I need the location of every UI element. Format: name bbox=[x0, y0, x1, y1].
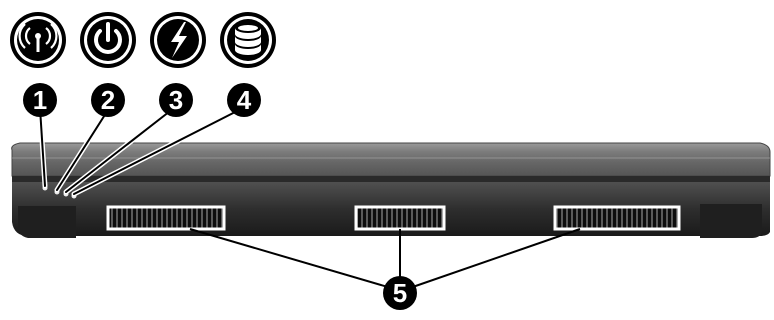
callout-badge-3: 3 bbox=[159, 83, 193, 117]
lightning-icon bbox=[150, 12, 206, 68]
callout-badge-5: 5 bbox=[383, 276, 417, 310]
callout-label-1: 1 bbox=[33, 85, 47, 115]
right-foot bbox=[700, 204, 762, 238]
callout-badge-1: 1 bbox=[23, 83, 57, 117]
callout-label-2: 2 bbox=[101, 85, 115, 115]
speaker-vents bbox=[106, 205, 681, 231]
left-foot bbox=[18, 206, 76, 238]
vent-center bbox=[354, 205, 446, 231]
callout-label-4: 4 bbox=[237, 85, 252, 115]
power-icon bbox=[80, 12, 136, 68]
wireless-icon bbox=[10, 12, 66, 68]
callout-badge-4: 4 bbox=[227, 83, 261, 117]
callout-label-3: 3 bbox=[169, 85, 183, 115]
callout-label-5: 5 bbox=[393, 278, 407, 308]
vent-right bbox=[553, 205, 681, 231]
vent-left bbox=[106, 205, 226, 231]
laptop-lid bbox=[11, 142, 771, 177]
callout-badge-2: 2 bbox=[91, 83, 125, 117]
leader-lines-top-inner bbox=[39, 107, 244, 195]
drive-icon bbox=[220, 12, 276, 68]
icon-row bbox=[10, 12, 276, 68]
lid-seam bbox=[12, 176, 770, 182]
leader-lines-bottom bbox=[189, 228, 581, 291]
